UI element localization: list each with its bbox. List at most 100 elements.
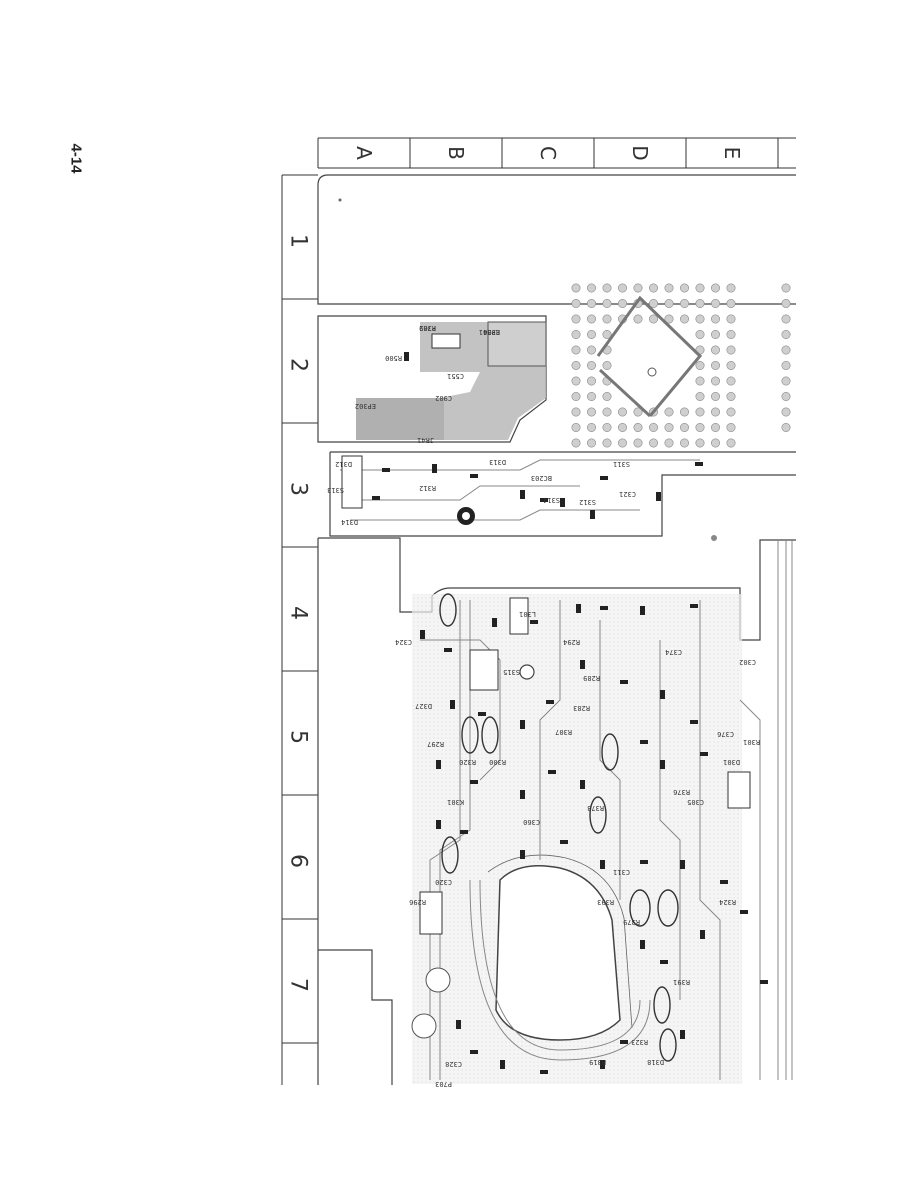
bga-pad: [633, 422, 643, 432]
smd-part: [690, 720, 698, 724]
bga-pad: [664, 283, 674, 293]
smd-part: [520, 790, 525, 799]
bga-pad: [710, 391, 720, 401]
component-label: R320: [459, 758, 476, 766]
bga-pad: [602, 360, 612, 370]
board-holes: [338, 198, 717, 1039]
row-label-5: 5: [286, 730, 311, 744]
component-label: R312: [419, 484, 436, 492]
component-label: R319: [589, 1058, 606, 1066]
component-label: C328: [445, 1060, 462, 1068]
component-label: R373: [587, 804, 604, 812]
bga-pad: [586, 298, 596, 308]
copper-areas: [356, 321, 742, 1084]
component-label: R376: [673, 788, 690, 796]
bga-pad: [571, 391, 581, 401]
bga-pad: [602, 314, 612, 324]
component-label: S312: [579, 498, 596, 506]
smd-part: [432, 464, 437, 473]
bga-pad: [586, 360, 596, 370]
bga-pad: [695, 438, 705, 448]
smd-part: [600, 1060, 605, 1069]
bga-pad: [726, 345, 736, 355]
smd-part: [444, 648, 452, 652]
bga-pad: [726, 407, 736, 417]
smd-part: [470, 1050, 478, 1054]
smd-part: [492, 618, 497, 627]
component-label: R500: [385, 354, 402, 362]
bga-pad: [710, 407, 720, 417]
smd-part: [540, 498, 548, 502]
component-label: C324: [395, 638, 412, 646]
component-label: P703: [435, 1080, 452, 1088]
component-label: D327: [415, 702, 432, 710]
component-label: D312: [335, 460, 352, 468]
component-label: EP302: [355, 402, 376, 410]
smd-part: [372, 496, 380, 500]
component-label: BC203: [531, 474, 552, 482]
smd-part: [382, 468, 390, 472]
bga-pad: [726, 298, 736, 308]
bga-pad: [695, 283, 705, 293]
smd-part: [680, 1030, 685, 1039]
bga-pad: [679, 407, 689, 417]
bga-pad: [664, 422, 674, 432]
component-label: C551: [447, 372, 464, 380]
bga-pad: [633, 314, 643, 324]
component-label: C360: [523, 818, 540, 826]
component-label: S315: [503, 668, 520, 676]
bga-pad: [602, 422, 612, 432]
component-label: D313: [489, 458, 506, 466]
bga-pad: [679, 422, 689, 432]
smd-part: [600, 860, 605, 869]
bga-pad: [571, 329, 581, 339]
component-label: R307: [555, 728, 572, 736]
smd-part: [436, 820, 441, 829]
smd-part: [456, 1020, 461, 1029]
smd-part: [436, 760, 441, 769]
smd-part: [530, 620, 538, 624]
row-label-1: 1: [286, 234, 311, 248]
smd-part: [478, 712, 486, 716]
smd-part: [560, 498, 565, 507]
bga-pad: [648, 298, 658, 308]
component-label: D314: [341, 518, 358, 526]
component-label: R379: [623, 918, 640, 926]
bga-pad: [726, 376, 736, 386]
bga-pad: [586, 283, 596, 293]
component-label: R296: [409, 898, 426, 906]
component-label: S311: [613, 460, 630, 468]
bga-pad: [726, 283, 736, 293]
bga-pad: [710, 376, 720, 386]
bga-pad: [695, 314, 705, 324]
smd-part: [660, 760, 665, 769]
component-label: EP301: [479, 328, 500, 336]
bga-pad: [602, 298, 612, 308]
connector-headers: [341, 333, 751, 935]
bga-pad: [617, 298, 627, 308]
bga-pad: [710, 360, 720, 370]
bga-pad: [571, 422, 581, 432]
smd-part: [600, 606, 608, 610]
component-label: R283: [573, 704, 590, 712]
bga-pad: [781, 329, 791, 339]
smd-part: [470, 474, 478, 478]
bga-pad: [710, 329, 720, 339]
bga-pad: [695, 298, 705, 308]
bga-pad: [781, 283, 791, 293]
component-label: P702: [419, 324, 436, 332]
row-label-3: 3: [286, 482, 311, 496]
bga-pad: [586, 391, 596, 401]
row-label-4: 4: [286, 606, 311, 620]
bga-pad: [710, 283, 720, 293]
component-label: R294: [563, 638, 580, 646]
bga-pad: [664, 314, 674, 324]
bga-pad: [586, 438, 596, 448]
component-label: R393: [597, 898, 614, 906]
bga-pad: [781, 391, 791, 401]
bga-pad: [648, 438, 658, 448]
smd-part: [580, 660, 585, 669]
smd-part: [640, 606, 645, 615]
smd-part: [576, 604, 581, 613]
smd-part: [640, 740, 648, 744]
